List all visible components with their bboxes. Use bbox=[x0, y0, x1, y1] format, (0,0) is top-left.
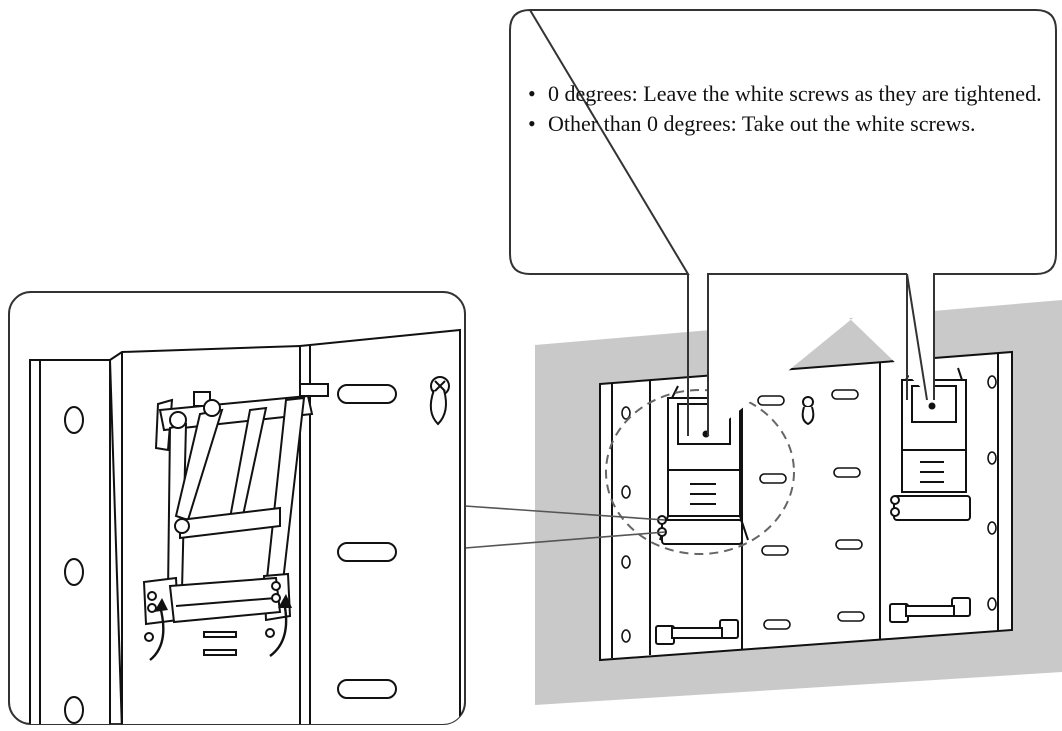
callout-item-other-degrees: Other than 0 degrees: Take out the white… bbox=[526, 110, 1046, 138]
detail-view bbox=[29, 328, 461, 724]
plate-handles bbox=[655, 597, 971, 645]
detail-leader-lines bbox=[464, 505, 666, 549]
callout-item-zero-degrees: 0 degrees: Leave the white screws as the… bbox=[526, 80, 1046, 108]
focus-circle bbox=[605, 389, 795, 555]
callout-text: 0 degrees: Leave the white screws as the… bbox=[526, 80, 1046, 140]
plate-bracket-left bbox=[657, 385, 749, 545]
callout-pointers bbox=[687, 273, 935, 436]
